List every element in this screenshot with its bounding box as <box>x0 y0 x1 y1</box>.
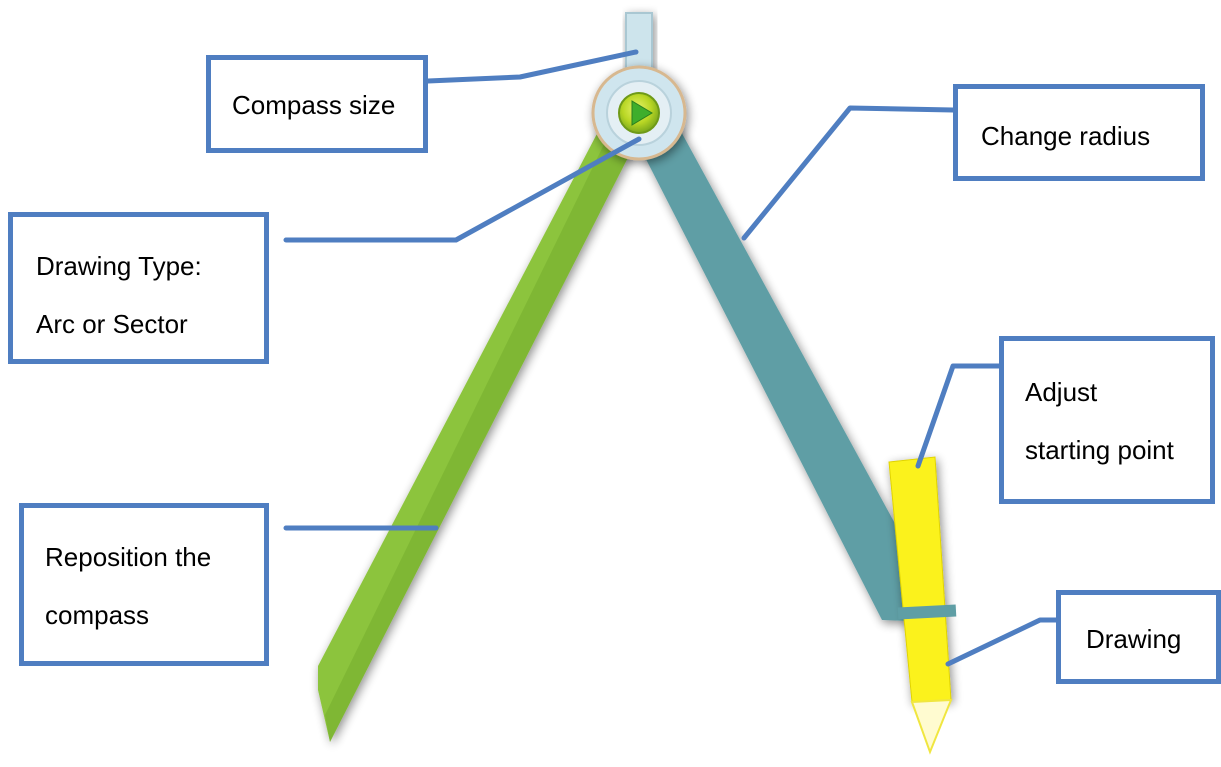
callout-drawing-type-line1: Drawing Type: <box>36 251 202 281</box>
drawing-type-button[interactable] <box>618 92 660 134</box>
callout-drawing-type-line2: Arc or Sector <box>36 309 188 339</box>
leader-change-radius <box>741 105 956 241</box>
leader-drawing <box>945 617 1059 667</box>
callout-adjust-start-line2: starting point <box>1025 435 1174 465</box>
play-icon <box>631 100 653 126</box>
compass-right-leg[interactable] <box>630 126 940 622</box>
callout-adjust-start: Adjust starting point <box>999 336 1215 504</box>
callout-drawing: Drawing <box>1056 590 1221 684</box>
callout-change-radius-label: Change radius <box>981 121 1151 151</box>
leader-adjust-start <box>915 363 1002 469</box>
callout-reposition-line2: compass <box>45 600 150 630</box>
callout-change-radius: Change radius <box>953 84 1205 181</box>
callout-drawing-type: Drawing Type: Arc or Sector <box>8 212 269 364</box>
callout-reposition-line1: Reposition the <box>45 542 212 572</box>
compass-left-leg[interactable] <box>318 128 641 742</box>
leader-compass-size <box>425 49 639 84</box>
callout-reposition: Reposition the compass <box>19 503 269 666</box>
callout-adjust-start-line1: Adjust <box>1025 377 1098 407</box>
callout-compass-size: Compass size <box>206 55 428 153</box>
pencil-clamp <box>897 604 957 620</box>
leader-lines <box>283 49 1059 667</box>
compass-pencil[interactable] <box>888 456 957 755</box>
leader-drawing-type <box>283 136 642 243</box>
callout-compass-size-label: Compass size <box>232 90 396 120</box>
callout-drawing-label: Drawing <box>1086 624 1182 654</box>
